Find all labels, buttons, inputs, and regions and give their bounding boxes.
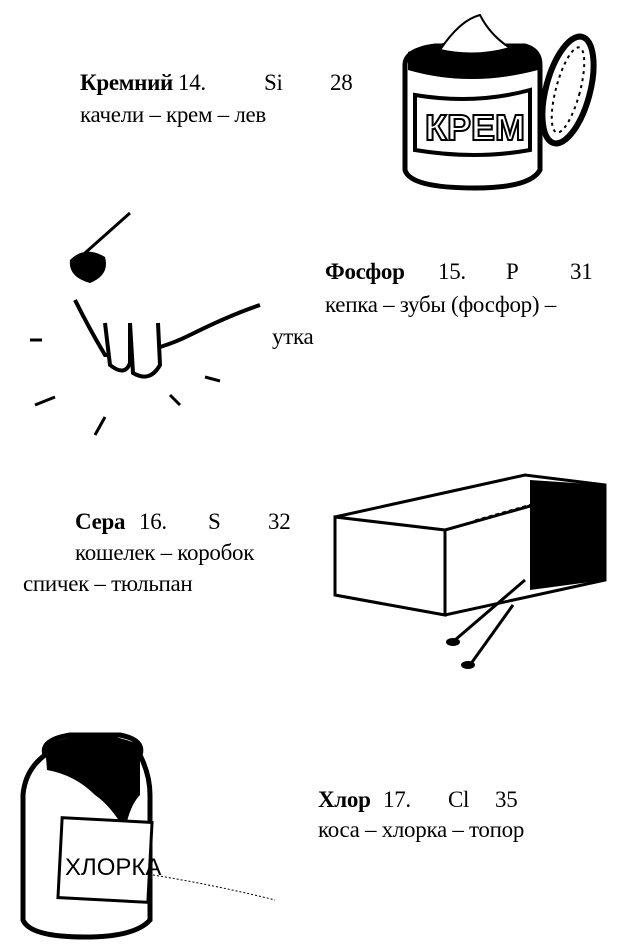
element-name: Кремний [80,70,173,95]
element-mass: 31 [570,259,593,284]
element-symbol: Cl [448,787,470,812]
element-symbol: P [506,259,519,284]
mnemonic-text: коса – хлорка – топор [318,817,525,842]
element-name: Хлор [318,787,371,812]
element-mass: 32 [268,509,291,534]
rabbit-teeth-icon [30,211,261,436]
element-mass: 28 [330,70,353,95]
jar-label: КРЕМ [425,107,525,148]
mnemonic-text: кепка – зубы (фосфор) – [325,292,556,317]
bleach-bottle-icon: ХЛОРКА [20,732,276,940]
cream-jar-icon: КРЕМ [402,13,597,191]
bottle-label: ХЛОРКА [65,854,161,881]
mnemonic-text: кошелек – коробок [75,540,255,565]
element-symbol: S [208,509,221,534]
element-number: 16. [139,509,167,534]
mnemonic-text: качели – крем – лев [80,102,266,127]
element-name: Сера [75,509,126,534]
element-number: 15. [438,259,466,284]
matchbox-icon [333,473,607,669]
element-number: 14. [178,70,206,95]
mnemonic-text: утка [272,324,314,349]
element-number: 17. [383,787,411,812]
mnemonic-text: спичек – тюльпан [23,571,193,596]
element-symbol: Si [264,70,283,95]
element-name: Фосфор [325,259,405,284]
element-mass: 35 [495,787,518,812]
